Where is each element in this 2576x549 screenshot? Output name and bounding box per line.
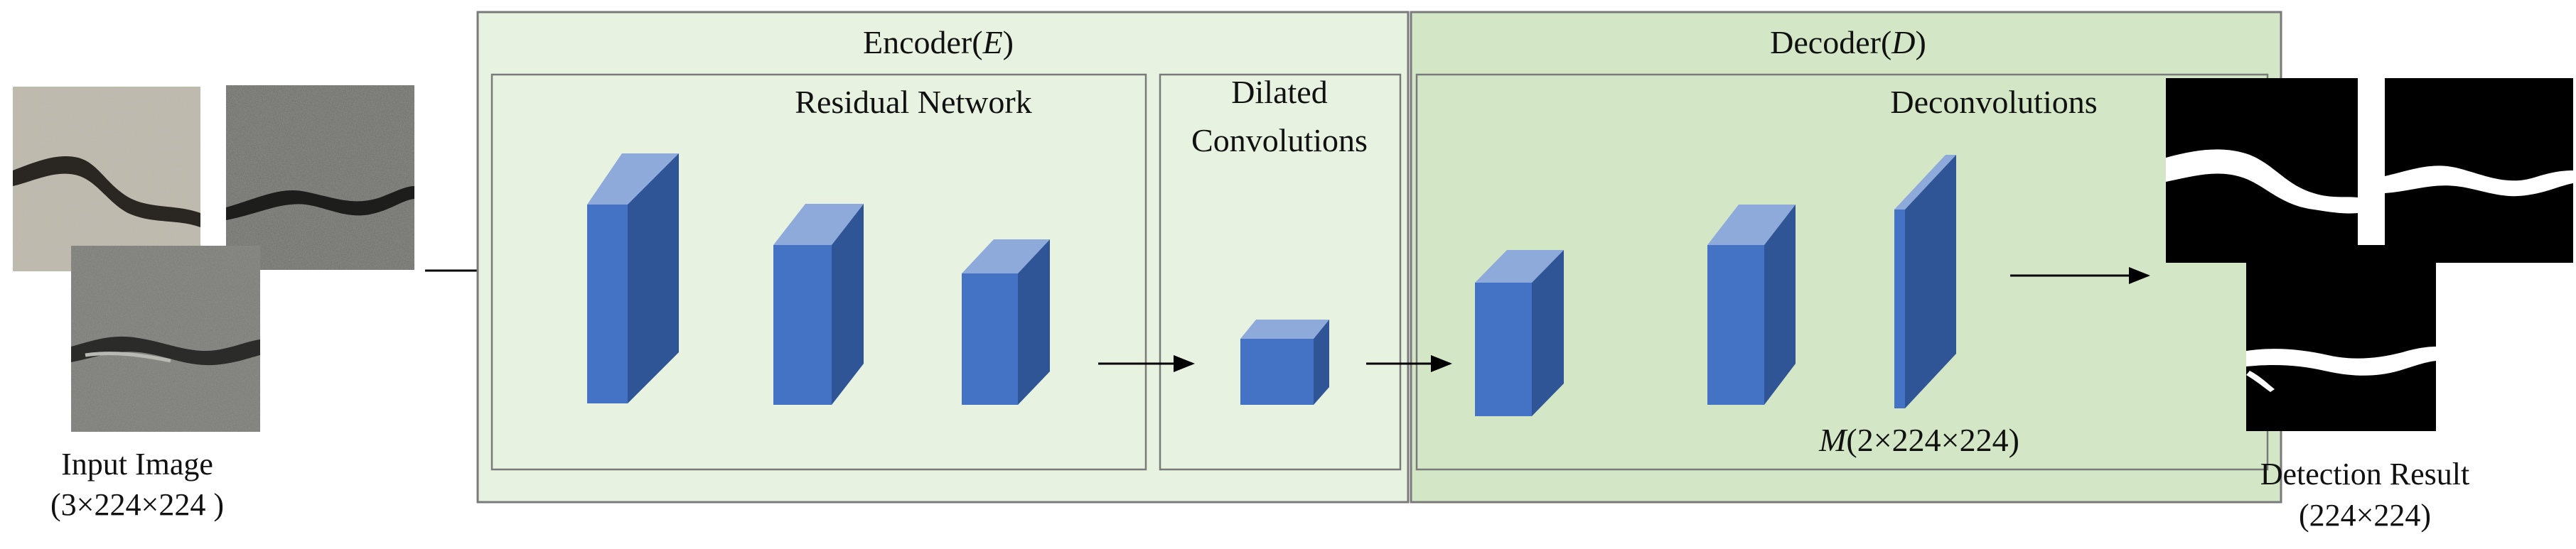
encoder-block-1 — [587, 153, 679, 403]
output-mask-3 — [2246, 245, 2436, 431]
detection-result-dims: (224×224) — [2299, 498, 2431, 533]
dilated-convolutions-label-line1: Dilated — [1231, 74, 1327, 110]
encoder-title: Encoder(E) — [863, 24, 1014, 60]
decoder-block-2 — [1707, 205, 1796, 405]
encoder-block-2 — [773, 204, 864, 405]
encoder-block-3 — [962, 239, 1050, 405]
dilated-convolutions-label-line2: Convolutions — [1191, 122, 1368, 158]
output-masks — [2166, 78, 2573, 431]
input-crack-image-2 — [226, 85, 414, 270]
output-mask-2 — [2385, 78, 2573, 263]
input-images — [13, 85, 414, 432]
decoder-output-size-label: M(2×224×224) — [1818, 422, 2019, 458]
residual-network-label: Residual Network — [795, 84, 1031, 120]
output-mask-1 — [2166, 78, 2358, 263]
decoder-title: Decoder(D) — [1770, 24, 1926, 60]
decoder-block-1 — [1475, 250, 1564, 416]
dilated-block — [1240, 320, 1329, 405]
deconvolutions-label: Deconvolutions — [1890, 84, 2097, 120]
dilated-convolutions-box — [1159, 73, 1402, 471]
residual-network-box — [490, 73, 1147, 471]
input-crack-image-1 — [13, 87, 200, 271]
input-image-label: Input Image — [61, 447, 213, 482]
input-image-dims: (3×224×224 ) — [50, 487, 224, 522]
detection-result-label: Detection Result — [2260, 457, 2470, 491]
decoder-block-3 — [1894, 155, 1956, 408]
input-crack-image-3 — [71, 246, 260, 432]
